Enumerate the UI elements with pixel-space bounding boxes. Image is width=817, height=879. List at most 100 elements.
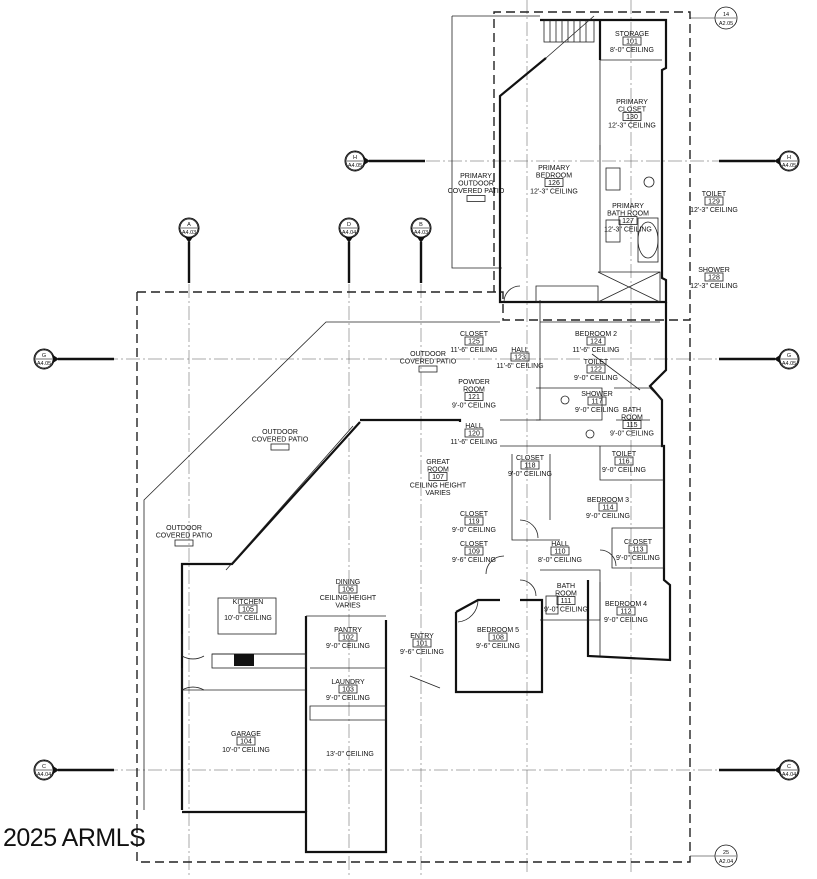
exterior-walls: [143, 18, 672, 854]
room-ceiling: 11'-6" CEILING: [496, 363, 543, 370]
room-ceiling: 12'-3" CEILING: [604, 227, 652, 234]
room-name: BATH: [623, 407, 641, 414]
roof-outline: [136, 11, 691, 863]
room-ceiling: 8'-0" CEILING: [538, 557, 582, 564]
room-number-box: [510, 352, 530, 362]
room-name: CLOSET: [624, 539, 653, 546]
room-number-box: [238, 604, 258, 614]
room-ceiling: 10'-0" CEILING: [224, 615, 272, 622]
room-name: BATH ROOM: [607, 211, 649, 218]
room-number-box: [464, 428, 484, 438]
marker-letter: D: [347, 222, 351, 228]
section-marker-C-left: C A4.04: [33, 759, 114, 781]
room-number-box: [622, 36, 642, 46]
room-name: PRIMARY: [538, 165, 570, 172]
room-number: 104: [240, 739, 252, 746]
room-ceiling: 9'-0" CEILING: [326, 695, 370, 702]
room-name: CLOSET: [460, 331, 489, 338]
room-name: PRIMARY: [460, 173, 492, 180]
room-number: 103: [342, 687, 354, 694]
room-number-box: [412, 638, 432, 648]
room-number-box: [544, 178, 564, 187]
room-number-box: [622, 420, 642, 429]
room-number: 110: [554, 549, 565, 556]
room-number-box: [488, 632, 508, 642]
room-ceiling: VARIES: [425, 490, 450, 497]
room-ceiling: 12'-3" CEILING: [608, 123, 656, 130]
room-name: PRIMARY: [616, 99, 648, 106]
marker-letter: C: [42, 764, 46, 770]
room-number-box: [174, 539, 194, 547]
room-name: POWDER: [458, 379, 490, 386]
room-name: TOILET: [612, 451, 637, 458]
room-number: 126: [548, 180, 560, 187]
marker-sheet-ref: A4.04: [37, 772, 51, 778]
room-name: KITCHEN: [233, 599, 264, 606]
room-name: CLOSET: [618, 107, 647, 114]
room-number: 101: [626, 39, 638, 46]
room-name: BEDROOM 4: [605, 601, 647, 608]
room-number-box: [704, 196, 724, 206]
room-name: BEDROOM: [536, 173, 572, 180]
bath-fixtures: [545, 167, 659, 615]
room-name: GARAGE: [231, 731, 261, 738]
room-number: 109: [468, 549, 480, 556]
room-name: ROOM: [621, 415, 643, 422]
room-number-box: [704, 272, 724, 282]
marker-sheet-ref: A4.05: [782, 361, 796, 367]
room-number: 113: [632, 547, 643, 554]
room-number: 129: [708, 199, 720, 206]
room-number: 119: [468, 519, 479, 526]
room-number: 108: [492, 635, 504, 642]
room-name: LAUNDRY: [331, 679, 365, 686]
room-number: 106: [342, 587, 354, 594]
room-ceiling: 12'-3" CEILING: [690, 283, 738, 290]
section-marker-G-right: G A4.05: [719, 348, 800, 370]
room-number-box: [338, 632, 358, 642]
room-number-box: [587, 396, 607, 406]
room-number: 121: [468, 394, 480, 401]
room-name: PANTRY: [334, 627, 362, 634]
room-ceiling: 9'-0" CEILING: [452, 527, 496, 534]
marker-letter: G: [787, 353, 791, 359]
stair: [543, 19, 595, 43]
room-ceiling: 9'-6" CEILING: [476, 643, 520, 650]
room-number: 107: [432, 474, 444, 481]
marker-sheet-ref: A4.05: [37, 361, 51, 367]
bubble-number: 25: [723, 850, 729, 856]
section-marker-D: DA4.04: [338, 217, 360, 283]
room-name: SHOWER: [581, 391, 613, 398]
marker-letter: B: [419, 222, 423, 228]
room-name: TOILET: [584, 359, 609, 366]
bubble-sheet-ref: A2.05: [719, 21, 733, 27]
section-marker-C-right: CA4.04: [719, 759, 800, 781]
section-marker-G-left: GA4.05: [33, 348, 114, 370]
room-ceiling: 11'-6" CEILING: [450, 439, 497, 446]
room-number: 115: [626, 422, 637, 429]
room-name: CLOSET: [516, 455, 545, 462]
room-ceiling: 9'-0" CEILING: [602, 467, 646, 474]
room-ceiling: 9'-0" CEILING: [610, 431, 654, 438]
room-ceiling: 9'-0" CEILING: [586, 513, 630, 520]
room-ceiling: VARIES: [335, 603, 360, 610]
